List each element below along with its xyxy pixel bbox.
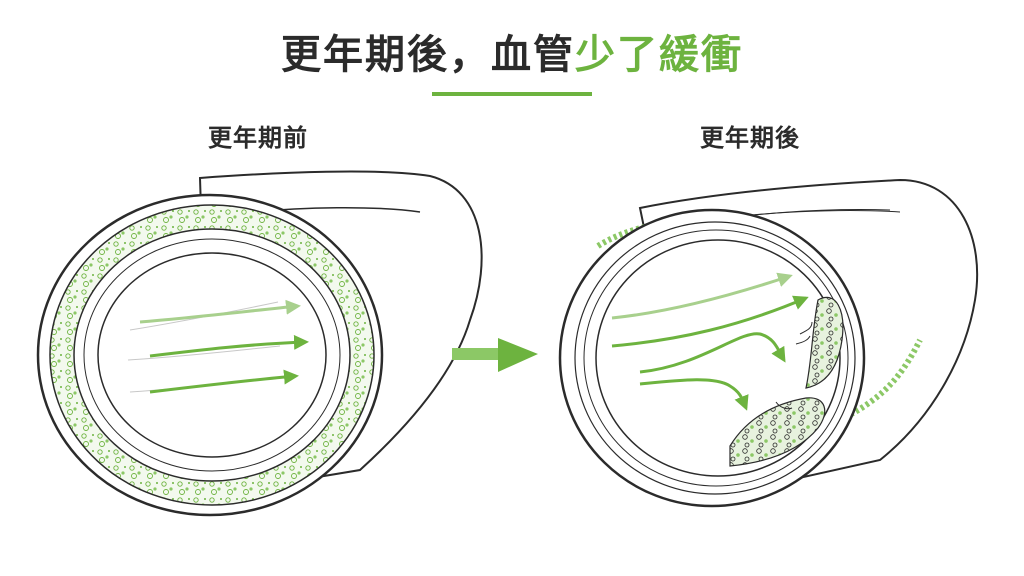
flow-arrow — [639, 332, 786, 374]
flow-arrow — [149, 334, 309, 358]
after-panel-label: 更年期後 — [700, 124, 800, 152]
healthy-lumen — [97, 252, 327, 458]
flow-arrow — [149, 369, 299, 394]
right-arrow-icon — [452, 338, 538, 372]
healthy-vessel — [36, 170, 483, 517]
flow-arrow — [611, 272, 793, 320]
flow-arrow — [139, 299, 301, 324]
title-underline — [432, 92, 592, 96]
stiffened-vessel — [558, 178, 979, 508]
plaque-deposit — [805, 296, 844, 389]
plaque-deposit — [729, 397, 826, 467]
page-title: 更年期後，血管少了緩衝 — [0, 22, 1024, 80]
title-accent: 少了緩衝 — [575, 32, 743, 78]
title-main: 更年期後，血管 — [281, 32, 575, 78]
before-panel-label: 更年期前 — [208, 124, 308, 152]
flow-arrow — [639, 378, 749, 411]
flow-arrow — [611, 295, 809, 348]
